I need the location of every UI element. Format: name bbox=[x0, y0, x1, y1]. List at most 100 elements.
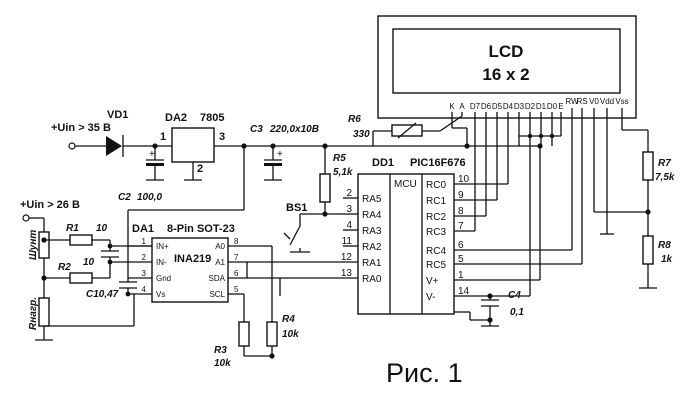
input-terminal-main bbox=[68, 142, 76, 150]
mcu-pin-num-1: 1 bbox=[458, 270, 464, 281]
mcu-pin-name-6: RC4 bbox=[426, 246, 446, 257]
r1-value: 10 bbox=[96, 223, 108, 234]
divider-r7-r8: R7 7,5k R8 1k bbox=[639, 151, 675, 289]
ina219-da1: DA1 8-Pin SOT-23 INA219 1IN+2IN-3Gnd4Vs … bbox=[132, 223, 299, 369]
mcu-pin-name-2: RA5 bbox=[362, 194, 382, 205]
lcd-pin-rw: RW bbox=[565, 97, 579, 106]
mcu-label: MCU bbox=[394, 179, 417, 190]
input-label-sense: +Uin > 26 В bbox=[20, 199, 80, 211]
resistor-r4 bbox=[266, 321, 278, 347]
lcd-pin-vss: Vss bbox=[615, 97, 628, 106]
mcu-pin-num-13: 13 bbox=[341, 268, 353, 279]
lcd-pin-d4: D4 bbox=[503, 102, 514, 111]
mcu-pin-name-13: RA0 bbox=[362, 274, 382, 285]
c3-value: 220,0x10В bbox=[269, 124, 319, 135]
ina-pin-name-4: Vs bbox=[156, 290, 165, 299]
da2-pin2: 2 bbox=[197, 163, 203, 175]
r4-value: 10k bbox=[282, 329, 299, 340]
r2-label: R2 bbox=[58, 262, 71, 273]
mcu-pin-name-11: RA2 bbox=[362, 242, 382, 253]
lcd-pin-rs: RS bbox=[576, 97, 587, 106]
mcu-pin-num-14: 14 bbox=[458, 286, 470, 297]
r6-value: 330 bbox=[353, 129, 370, 140]
resistor-r2 bbox=[69, 272, 93, 284]
ina-pin-name-6: SDA bbox=[209, 274, 226, 283]
diode-vd1 bbox=[106, 136, 122, 156]
mcu-pin-num-5: 5 bbox=[458, 254, 464, 265]
mcu-pin-name-12: RA1 bbox=[362, 258, 382, 269]
mcu-pin-num-8: 8 bbox=[458, 206, 464, 217]
button-section: R5 5,1k BS1 bbox=[283, 146, 353, 253]
shunt-input-section: +Uin > 26 В Шунт Rнагр. R1 10 R2 10 bbox=[20, 199, 152, 341]
dd1-label: DD1 bbox=[372, 157, 394, 169]
da2-pin3: 3 bbox=[219, 131, 225, 143]
mcu-pin-name-5: RC5 bbox=[426, 260, 446, 271]
c1-value: 10 bbox=[83, 257, 95, 268]
resistor-r5 bbox=[319, 173, 331, 203]
resistor-shunt bbox=[38, 231, 50, 259]
capacitor-c4: C4 0,1 bbox=[481, 146, 531, 327]
resistor-r7 bbox=[642, 151, 654, 181]
bs1-label: BS1 bbox=[286, 202, 307, 214]
r7-label: R7 bbox=[658, 158, 671, 169]
power-input-section: +Uin > 35 В VD1 DA2 7805 1 3 2 + C2 100,… bbox=[51, 109, 543, 247]
mcu-pin-name-9: RC1 bbox=[426, 196, 446, 207]
figure-caption: Рис. 1 bbox=[386, 358, 463, 388]
lcd-pin-labels: K A D7 D6 D5 D4 D3 D2 D1 D0 E RW RS V0 V… bbox=[449, 97, 628, 111]
r3-label: R3 bbox=[214, 345, 227, 356]
da1-type: INA219 bbox=[174, 253, 211, 265]
svg-text:+: + bbox=[277, 149, 283, 160]
lcd-title: LCD bbox=[489, 42, 524, 61]
r8-value: 1k bbox=[661, 254, 673, 265]
lcd-pin-d7: D7 bbox=[470, 102, 481, 111]
mcu-pin-num-3: 3 bbox=[346, 204, 352, 215]
c2-value: 100,0 bbox=[137, 192, 162, 203]
ina-pin-name-3: Gnd bbox=[156, 274, 171, 283]
resistor-r8 bbox=[642, 235, 654, 265]
r3-value: 10k bbox=[214, 358, 231, 369]
mcu-pin-name-4: RA3 bbox=[362, 226, 382, 237]
da1-package: 8-Pin SOT-23 bbox=[167, 223, 235, 235]
ina-pin-name-7: A1 bbox=[215, 258, 225, 267]
ina-pin-num-5: 5 bbox=[234, 285, 239, 294]
da2-pin1: 1 bbox=[160, 131, 166, 143]
resistor-r1 bbox=[69, 234, 93, 246]
lcd-pin-v0: V0 bbox=[589, 97, 599, 106]
mcu-dd1: DD1 PIC16F676 MCU 2RA53RA44RA311RA212RA1… bbox=[247, 157, 582, 321]
ina-pin-name-8: A0 bbox=[215, 242, 225, 251]
dd1-type: PIC16F676 bbox=[410, 157, 466, 169]
vd1-label: VD1 bbox=[107, 109, 128, 121]
mcu-pin-num-7: 7 bbox=[458, 221, 464, 232]
input-label-main: +Uin > 35 В bbox=[51, 122, 111, 134]
ina-pin-name-1: IN+ bbox=[156, 242, 169, 251]
mcu-pin-num-4: 4 bbox=[346, 220, 352, 231]
lcd-pin-d2: D2 bbox=[525, 102, 536, 111]
lcd-pin-d1: D1 bbox=[536, 102, 547, 111]
lcd-pin-d5: D5 bbox=[492, 102, 503, 111]
mcu-pin-name-14: V- bbox=[426, 292, 435, 303]
input-terminal-sense bbox=[22, 214, 30, 222]
lcd-pin-d6: D6 bbox=[481, 102, 492, 111]
r8-label: R8 bbox=[658, 240, 671, 251]
lcd-pin-vdd: Vdd bbox=[600, 97, 614, 106]
c10-label: C10,47 bbox=[86, 289, 119, 300]
c2-plate bbox=[146, 163, 164, 166]
regulator-da2 bbox=[171, 127, 215, 163]
r5-value: 5,1k bbox=[333, 167, 353, 178]
mcu-pin-num-10: 10 bbox=[458, 174, 470, 185]
lcd-screen bbox=[392, 28, 621, 94]
shunt-label: Шунт bbox=[28, 230, 39, 260]
ina-pin-num-7: 7 bbox=[234, 253, 239, 262]
mcu-pin-num-9: 9 bbox=[458, 190, 464, 201]
switch-bs1 bbox=[289, 225, 301, 246]
r1-label: R1 bbox=[66, 223, 79, 234]
resistor-load bbox=[38, 297, 50, 327]
da2-type: 7805 bbox=[200, 112, 224, 124]
ina219-body bbox=[151, 237, 229, 303]
da2-label: DA2 bbox=[165, 112, 187, 124]
svg-text:+: + bbox=[149, 149, 155, 160]
